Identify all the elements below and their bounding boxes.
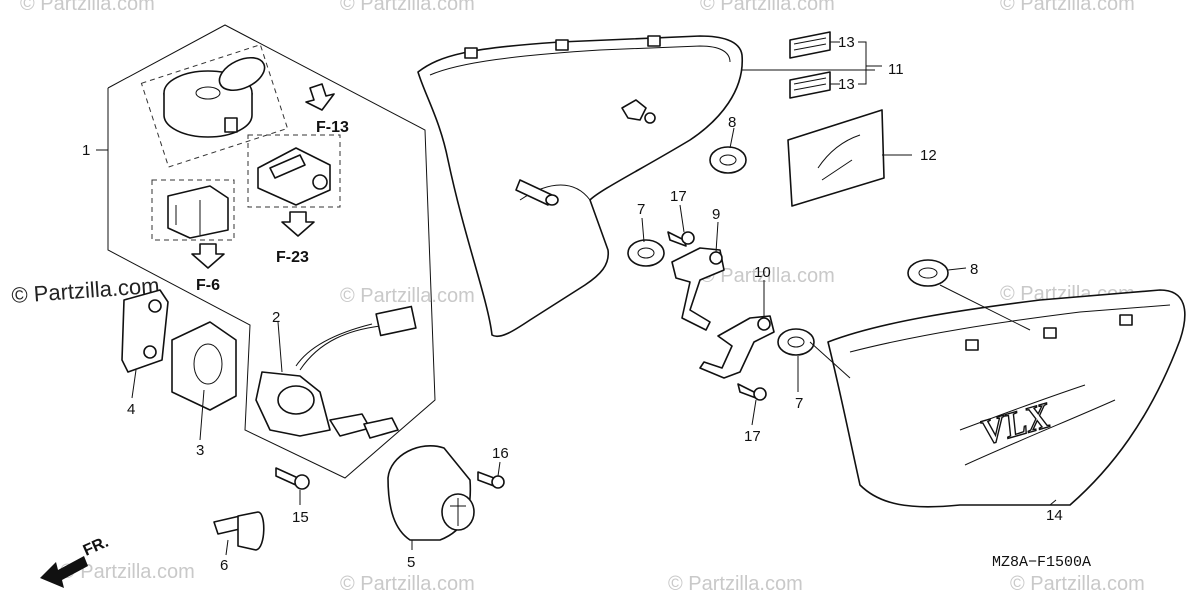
lock-bracket-part <box>167 185 229 239</box>
lock-clip-part <box>257 147 331 206</box>
callout-1: 1 <box>82 142 90 159</box>
ref-f13: F-13 <box>316 119 349 136</box>
watermark-faint: © Partzilla.com <box>700 0 835 15</box>
ignition-cover-part <box>163 56 266 138</box>
lock-5-part <box>387 445 475 541</box>
callout-11: 11 <box>888 61 904 78</box>
callout-13a: 13 <box>838 34 855 51</box>
callout-8b: 8 <box>970 261 978 278</box>
ref-f6: F-6 <box>196 277 220 294</box>
ref-f23: F-23 <box>276 249 309 266</box>
watermark-faint: © Partzilla.com <box>1010 573 1145 595</box>
callout-6: 6 <box>220 557 228 574</box>
callout-7a: 7 <box>637 201 645 218</box>
diagram-code: MZ8A−F1500A <box>992 554 1091 571</box>
callout-4: 4 <box>127 401 135 418</box>
callout-14: 14 <box>1046 507 1063 524</box>
watermark-faint: © Partzilla.com <box>700 265 835 287</box>
callout-13b: 13 <box>838 76 855 93</box>
watermark-faint: © Partzilla.com <box>340 285 475 307</box>
callout-17b: 17 <box>744 428 761 445</box>
callout-numbers: 1 2 3 4 5 6 7 7 8 8 9 10 11 12 13 13 14 … <box>82 34 1063 574</box>
reference-labels: F-13 F-23 F-6 <box>196 119 349 294</box>
callout-2: 2 <box>272 309 280 326</box>
left-side-cover-part <box>417 35 743 338</box>
watermark-faint: © Partzilla.com <box>60 561 195 583</box>
callout-5: 5 <box>407 554 415 571</box>
front-label: FR. <box>81 534 111 560</box>
watermark-faint: © Partzilla.com <box>340 0 475 15</box>
watermark-faint: © Partzilla.com <box>668 573 803 595</box>
reference-arrows <box>191 83 335 269</box>
emblem-parts <box>787 31 885 207</box>
callout-10: 10 <box>754 264 771 281</box>
callout-3: 3 <box>196 442 204 459</box>
key-part <box>213 511 265 551</box>
grommet-parts <box>627 146 949 356</box>
callout-9: 9 <box>712 206 720 223</box>
callout-17a: 17 <box>670 188 687 205</box>
callout-15: 15 <box>292 509 309 526</box>
watermarks: © Partzilla.com © Partzilla.com © Partzi… <box>11 0 1145 595</box>
right-side-cover-part: VLX <box>827 289 1186 508</box>
callout-16: 16 <box>492 445 509 462</box>
lock-cylinder-part <box>121 289 237 411</box>
callout-7b: 7 <box>795 395 803 412</box>
bolt-parts <box>275 231 767 490</box>
callout-8a: 8 <box>728 114 736 131</box>
callout-12: 12 <box>920 147 937 164</box>
leader-lines <box>96 41 1057 556</box>
bracket-parts <box>671 247 775 379</box>
watermark-faint: © Partzilla.com <box>1000 0 1135 15</box>
ignition-switch-part <box>255 305 417 439</box>
watermark-faint: © Partzilla.com <box>20 0 155 15</box>
watermark-faint: © Partzilla.com <box>340 573 475 595</box>
assembly-1-outline <box>107 24 436 479</box>
